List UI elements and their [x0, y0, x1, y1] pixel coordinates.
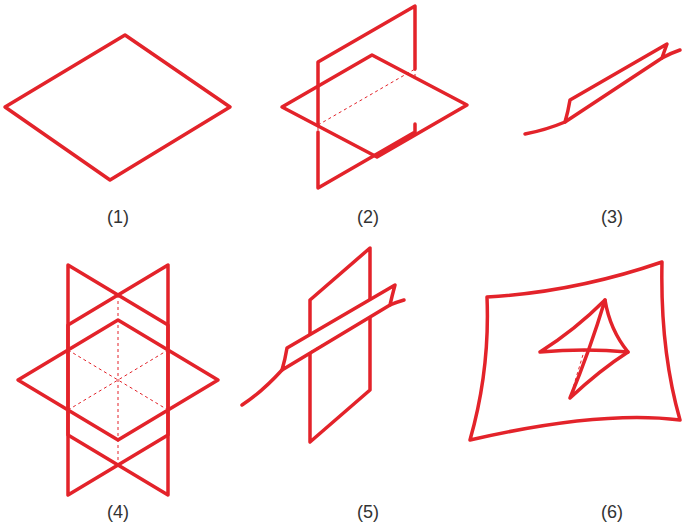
lower-sheet-right-curve — [662, 50, 680, 58]
lower-sheet-right-curve — [390, 300, 404, 305]
cusp-line — [565, 58, 662, 122]
vertical-plane-b — [68, 265, 168, 495]
swallowtail-flaps — [540, 300, 628, 352]
cusp-plane-figure — [242, 248, 404, 442]
upper-sheet — [565, 44, 667, 122]
upper-sheet — [282, 285, 395, 370]
swallowtail-figure — [470, 262, 680, 440]
figure-number: (1) — [107, 207, 129, 228]
cuspidal-edge-figure — [525, 44, 680, 134]
three-planes-figure — [18, 265, 218, 495]
intersection-lines — [68, 295, 168, 465]
cusp-and-intersection-lines — [282, 305, 390, 370]
figure-number: (3) — [601, 207, 623, 228]
self-intersection-line — [570, 348, 585, 398]
vertical-plane-a — [68, 265, 168, 495]
figure-number: (4) — [107, 502, 129, 523]
lower-sheet-left-curve — [242, 370, 282, 405]
horizontal-plane — [282, 55, 467, 157]
vertical-plane-lower — [318, 124, 415, 188]
figure-number: (2) — [357, 207, 379, 228]
vertical-plane-upper — [318, 6, 415, 125]
sheet-outline — [470, 262, 680, 440]
figure-number: (5) — [357, 502, 379, 523]
plane-outline — [5, 35, 230, 180]
intersection-line — [318, 69, 415, 125]
lower-sheet-left-curve — [525, 122, 565, 134]
plane-figure — [5, 35, 230, 180]
two-planes-figure — [282, 6, 467, 188]
figure-number: (6) — [601, 502, 623, 523]
